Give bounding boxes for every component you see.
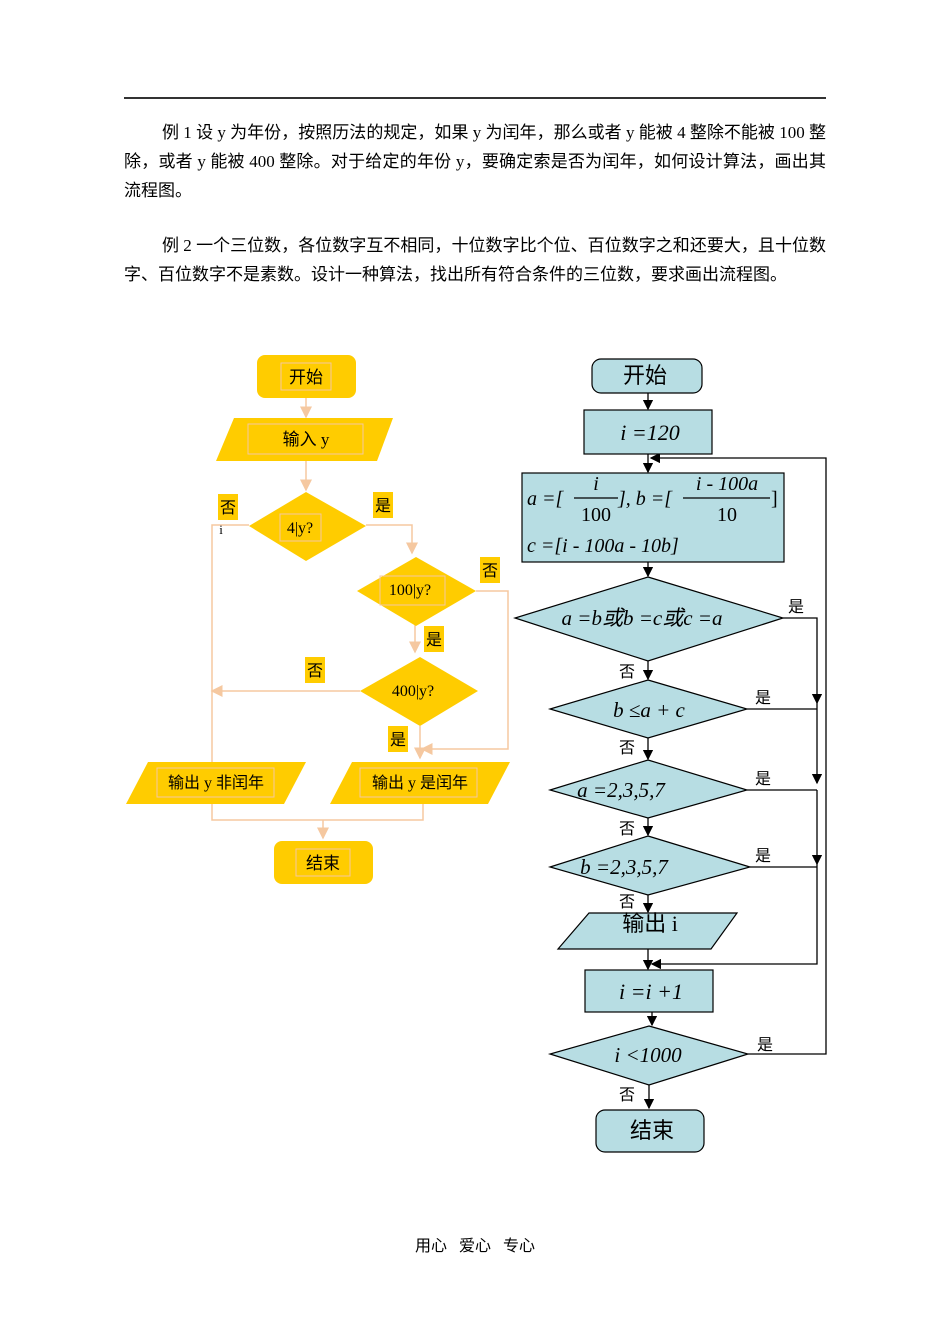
decision-distinct-label: a =b或b =c或c =a [562,606,723,630]
output-leap [330,762,510,804]
r-label-no-1: 否 [619,664,635,681]
decision-div-400-label: 400|y? [392,683,434,700]
decision-sum [547,679,750,739]
label-yes-2: 是 [426,632,442,649]
flowchart-leap-year: 开始 输入 y 4|y? 100|y? 400|y? 否 i 是 否 是 否 是 [126,355,510,884]
decision-b-prime-label: b =2,3,5,7 [580,855,669,879]
assign-process [521,472,785,563]
header-rule [124,97,826,99]
increment-label: i =i +1 [619,979,683,1004]
r-label-yes-2: 是 [755,690,771,707]
r-label-yes-5: 是 [757,1037,773,1054]
end-label-2: 结束 [630,1118,674,1143]
decision-loop-label: i <1000 [614,1043,682,1067]
example-2-text: 例 2 一个三位数，各位数字互不相同，十位数字比个位、百位数字之和还要大，且十位… [124,236,826,284]
start-label: 开始 [289,368,323,387]
label-no-2: 否 [482,563,498,580]
init-process [583,409,713,455]
increment-process [584,969,714,1013]
decision-a-prime-label: a =2,3,5,7 [577,778,666,802]
label-no-1: 否 [220,500,236,517]
label-yes-3: 是 [390,732,406,749]
r-label-no-5: 否 [619,1087,635,1104]
end-terminal [274,841,373,884]
assign-b-denominator: 10 [717,504,737,526]
assign-close: ] [771,488,778,510]
r-label-no-4: 否 [619,894,635,911]
assign-c: c =[i - 100a - 10b] [527,535,679,557]
r-label-yes-1: 是 [788,599,804,616]
output-i-label: 输出 i [622,911,678,936]
r-label-no-2: 否 [619,740,635,757]
end-label: 结束 [306,854,340,873]
decision-a-prime [547,759,750,819]
decision-div-100 [357,557,476,626]
output-leap-label: 输出 y 是闰年 [372,774,468,792]
assign-a-prefix: a =[ [527,488,564,510]
page-footer: 用心 爱心 专心 [0,1232,950,1256]
assign-a-numerator: i [593,473,599,495]
decision-loop [547,1025,751,1086]
end-terminal-2 [595,1109,705,1153]
label-yes-1: 是 [375,498,391,515]
input-y-label: 输入 y [283,430,330,449]
footer-word-2: 爱心 [458,1238,491,1255]
start-label-2: 开始 [623,363,667,388]
decision-div-100-label: 100|y? [389,582,431,599]
output-not-leap-label: 输出 y 非闰年 [168,774,264,792]
r-label-yes-3: 是 [755,771,771,788]
footer-word-3: 专心 [503,1238,536,1255]
footer-word-1: 用心 [414,1238,447,1255]
init-label: i =120 [620,420,679,445]
label-no-3: 否 [307,663,323,680]
example-1-text: 例 1 设 y 为年份，按照历法的规定，如果 y 为闰年，那么或者 y 能被 4… [124,123,826,200]
label-stray-i: i [219,522,223,537]
output-not-leap [126,762,306,804]
decision-div-4 [249,492,366,561]
assign-b-prefix: ], b =[ [617,488,673,510]
assign-b-numerator: i - 100a [696,473,758,495]
decision-div-400 [360,657,478,726]
r-label-no-3: 否 [619,821,635,838]
r-label-yes-4: 是 [755,848,771,865]
start-terminal-2 [591,358,703,394]
assign-a-denominator: 100 [581,504,611,526]
decision-sum-label: b ≤a + c [613,698,685,722]
decision-b-prime [547,835,753,896]
decision-distinct [513,576,786,662]
decision-div-4-label: 4|y? [287,520,313,537]
flowchart-three-digit: 开始 i =120 a =[ i 100 ], b =[ i - 100a 10… [513,358,827,1153]
output-i [556,912,739,950]
input-y-parallelogram [216,418,393,461]
